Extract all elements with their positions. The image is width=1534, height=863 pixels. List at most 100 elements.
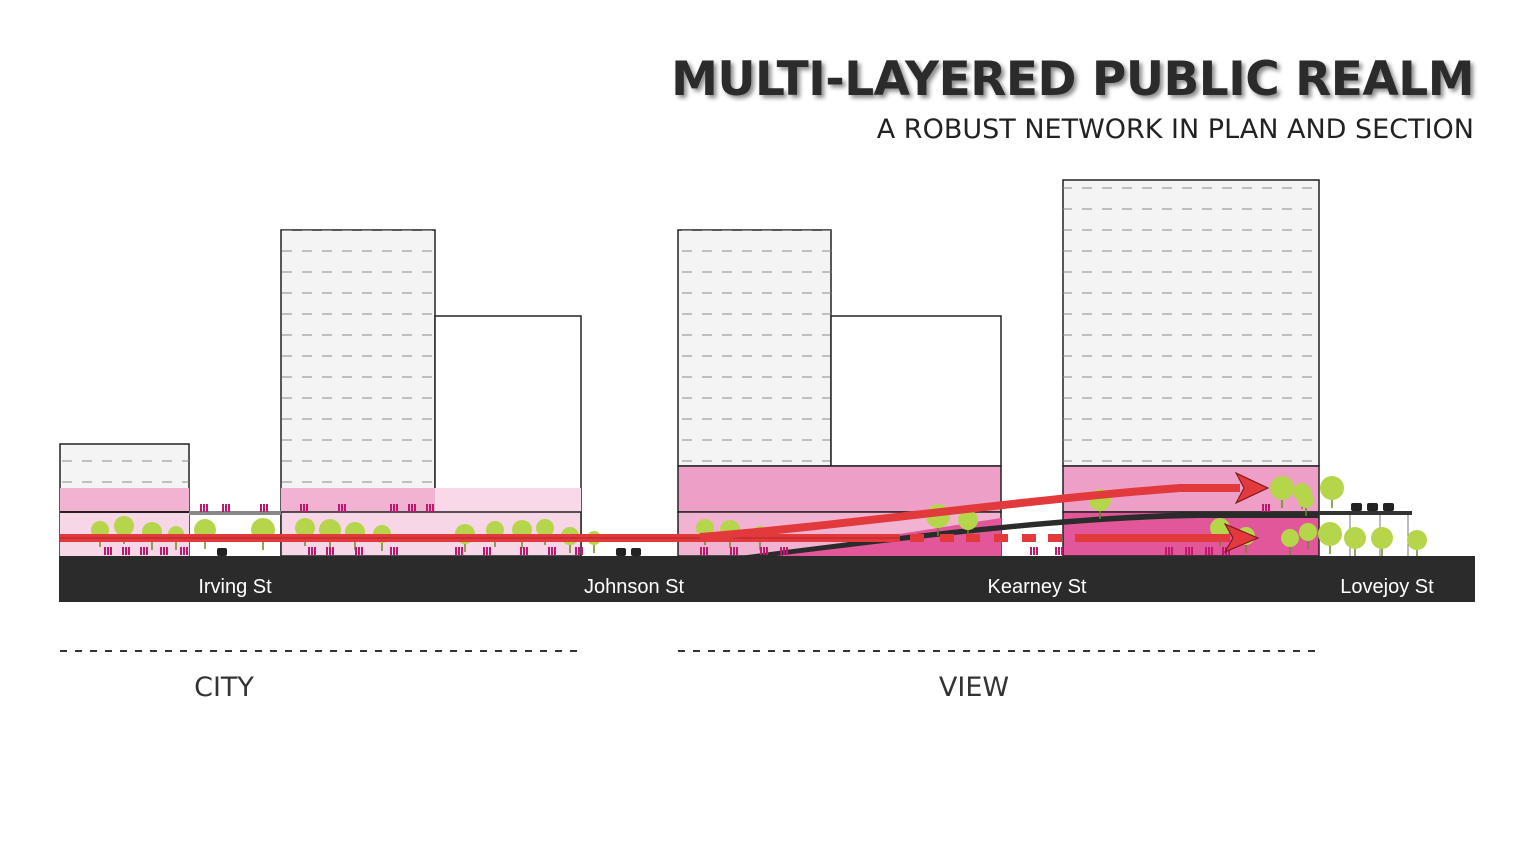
pedestrian [396,504,398,512]
tree-canopy [958,510,978,530]
pedestrian [263,504,265,512]
pedestrian [393,504,395,512]
street-label-kearney: Kearney St [988,576,1087,598]
tree-canopy [295,518,315,538]
pedestrian [763,547,765,555]
pedestrian [314,547,316,555]
pedestrian [163,547,165,555]
pedestrian [104,547,106,555]
pedestrian [429,504,431,512]
pedestrian [200,504,202,512]
tree-canopy [1407,530,1427,550]
pedestrian [483,547,485,555]
pedestrian [486,547,488,555]
pedestrian [458,547,460,555]
arrow-dash [994,534,1008,542]
pedestrian [520,547,522,555]
pedestrian [260,504,262,512]
pedestrian [783,547,785,555]
pedestrian [1033,547,1035,555]
cars [217,503,1394,556]
pedestrian [225,504,227,512]
pedestrian [1055,547,1057,555]
pedestrian [780,547,782,555]
pedestrian [786,547,788,555]
pedestrian [311,547,313,555]
pedestrian [183,547,185,555]
pedestrian [344,504,346,512]
pedestrian [358,547,360,555]
pedestrian [432,504,434,512]
ramp [740,512,1319,558]
pedestrian [332,547,334,555]
pedestrian [733,547,735,555]
arrow-dash [910,534,924,542]
pedestrian [455,547,457,555]
ground-plane [59,556,1475,602]
pedestrian [1222,547,1224,555]
pedestrian [390,547,392,555]
pedestrian [341,504,343,512]
pedestrian [578,547,580,555]
pedestrian [122,547,124,555]
pedestrian [396,547,398,555]
tree-canopy [1320,476,1344,500]
pedestrian [523,547,525,555]
pedestrian [1211,547,1213,555]
pedestrian [730,547,732,555]
pedestrian [551,547,553,555]
pedestrian [526,547,528,555]
tree-canopy [1210,518,1230,538]
pedestrian [326,547,328,555]
pedestrian [228,504,230,512]
pedestrian [1228,547,1230,555]
pedestrian [575,547,577,555]
circulation-arrows [60,471,1270,554]
pedestrian [703,547,705,555]
tree-canopy [1281,529,1299,547]
pedestrian [1030,547,1032,555]
pedestrian [426,504,428,512]
pedestrian [1208,547,1210,555]
arrow-dash [966,534,980,542]
pedestrian [140,547,142,555]
pedestrian [581,547,583,555]
pedestrian [548,547,550,555]
pedestrian [1165,547,1167,555]
tree-canopy [114,516,134,536]
pedestrian [107,547,109,555]
pedestrian [1061,547,1063,555]
pedestrian [736,547,738,555]
pedestrian [1185,547,1187,555]
pedestrian [338,504,340,512]
pedestrian [128,547,130,555]
pedestrian [390,504,392,512]
pedestrian [393,547,395,555]
zone-label-city: CITY [194,672,254,703]
pedestrian [143,547,145,555]
pedestrian [1268,504,1270,512]
pedestrian [1188,547,1190,555]
pedestrian [1171,547,1173,555]
tree-canopy [1371,527,1393,549]
pedestrian [206,504,208,512]
pedestrian [355,547,357,555]
pedestrian [1168,547,1170,555]
street-label-johnson: Johnson St [584,576,685,598]
arrow-dash [1022,534,1036,542]
arrow-dash [940,534,954,542]
tree-canopy [1270,476,1294,500]
pedestrian [186,547,188,555]
street-label-lovejoy: Lovejoy St [1340,576,1434,598]
pedestrian [766,547,768,555]
pedestrian [760,547,762,555]
pedestrian [180,547,182,555]
pedestrian [700,547,702,555]
pedestrian [306,504,308,512]
pedestrian [361,547,363,555]
pedestrians [104,504,1270,555]
pedestrian [203,504,205,512]
pedestrian [303,504,305,512]
